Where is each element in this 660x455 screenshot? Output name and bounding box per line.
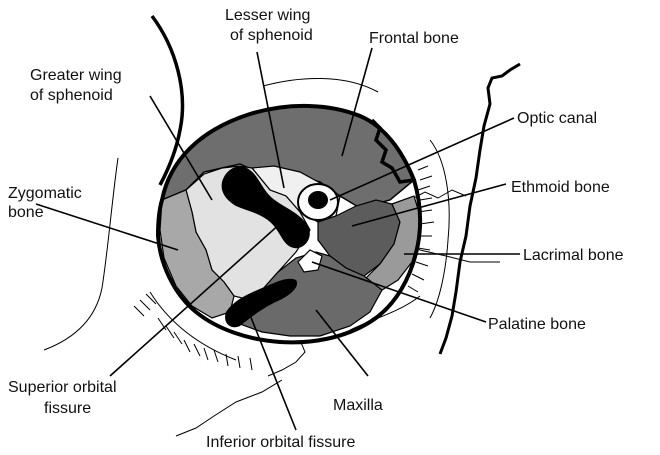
label-inferior-orbital-fissure: Inferior orbital fissure (206, 434, 355, 451)
label-greater-wing-line2: of sphenoid (30, 87, 113, 104)
label-lesser-wing-line2: of sphenoid (230, 27, 313, 44)
label-palatine-bone: Palatine bone (488, 316, 586, 333)
label-lacrimal-bone: Lacrimal bone (523, 247, 624, 264)
label-optic-canal: Optic canal (517, 110, 597, 127)
labels: Lesser wing of sphenoid Frontal bone Gre… (8, 7, 624, 451)
label-superior-line1: Superior orbital (8, 379, 117, 396)
label-lesser-wing-line1: Lesser wing (225, 7, 310, 24)
label-zygomatic-line2: bone (8, 204, 44, 221)
label-greater-wing-line1: Greater wing (30, 67, 122, 84)
label-zygomatic-line1: Zygomatic (8, 185, 82, 202)
optic-canal-region (298, 184, 338, 220)
label-ethmoid-bone: Ethmoid bone (511, 179, 610, 196)
label-maxilla: Maxilla (333, 397, 383, 414)
label-superior-line2: fissure (44, 400, 91, 417)
label-frontal-bone: Frontal bone (369, 30, 459, 47)
